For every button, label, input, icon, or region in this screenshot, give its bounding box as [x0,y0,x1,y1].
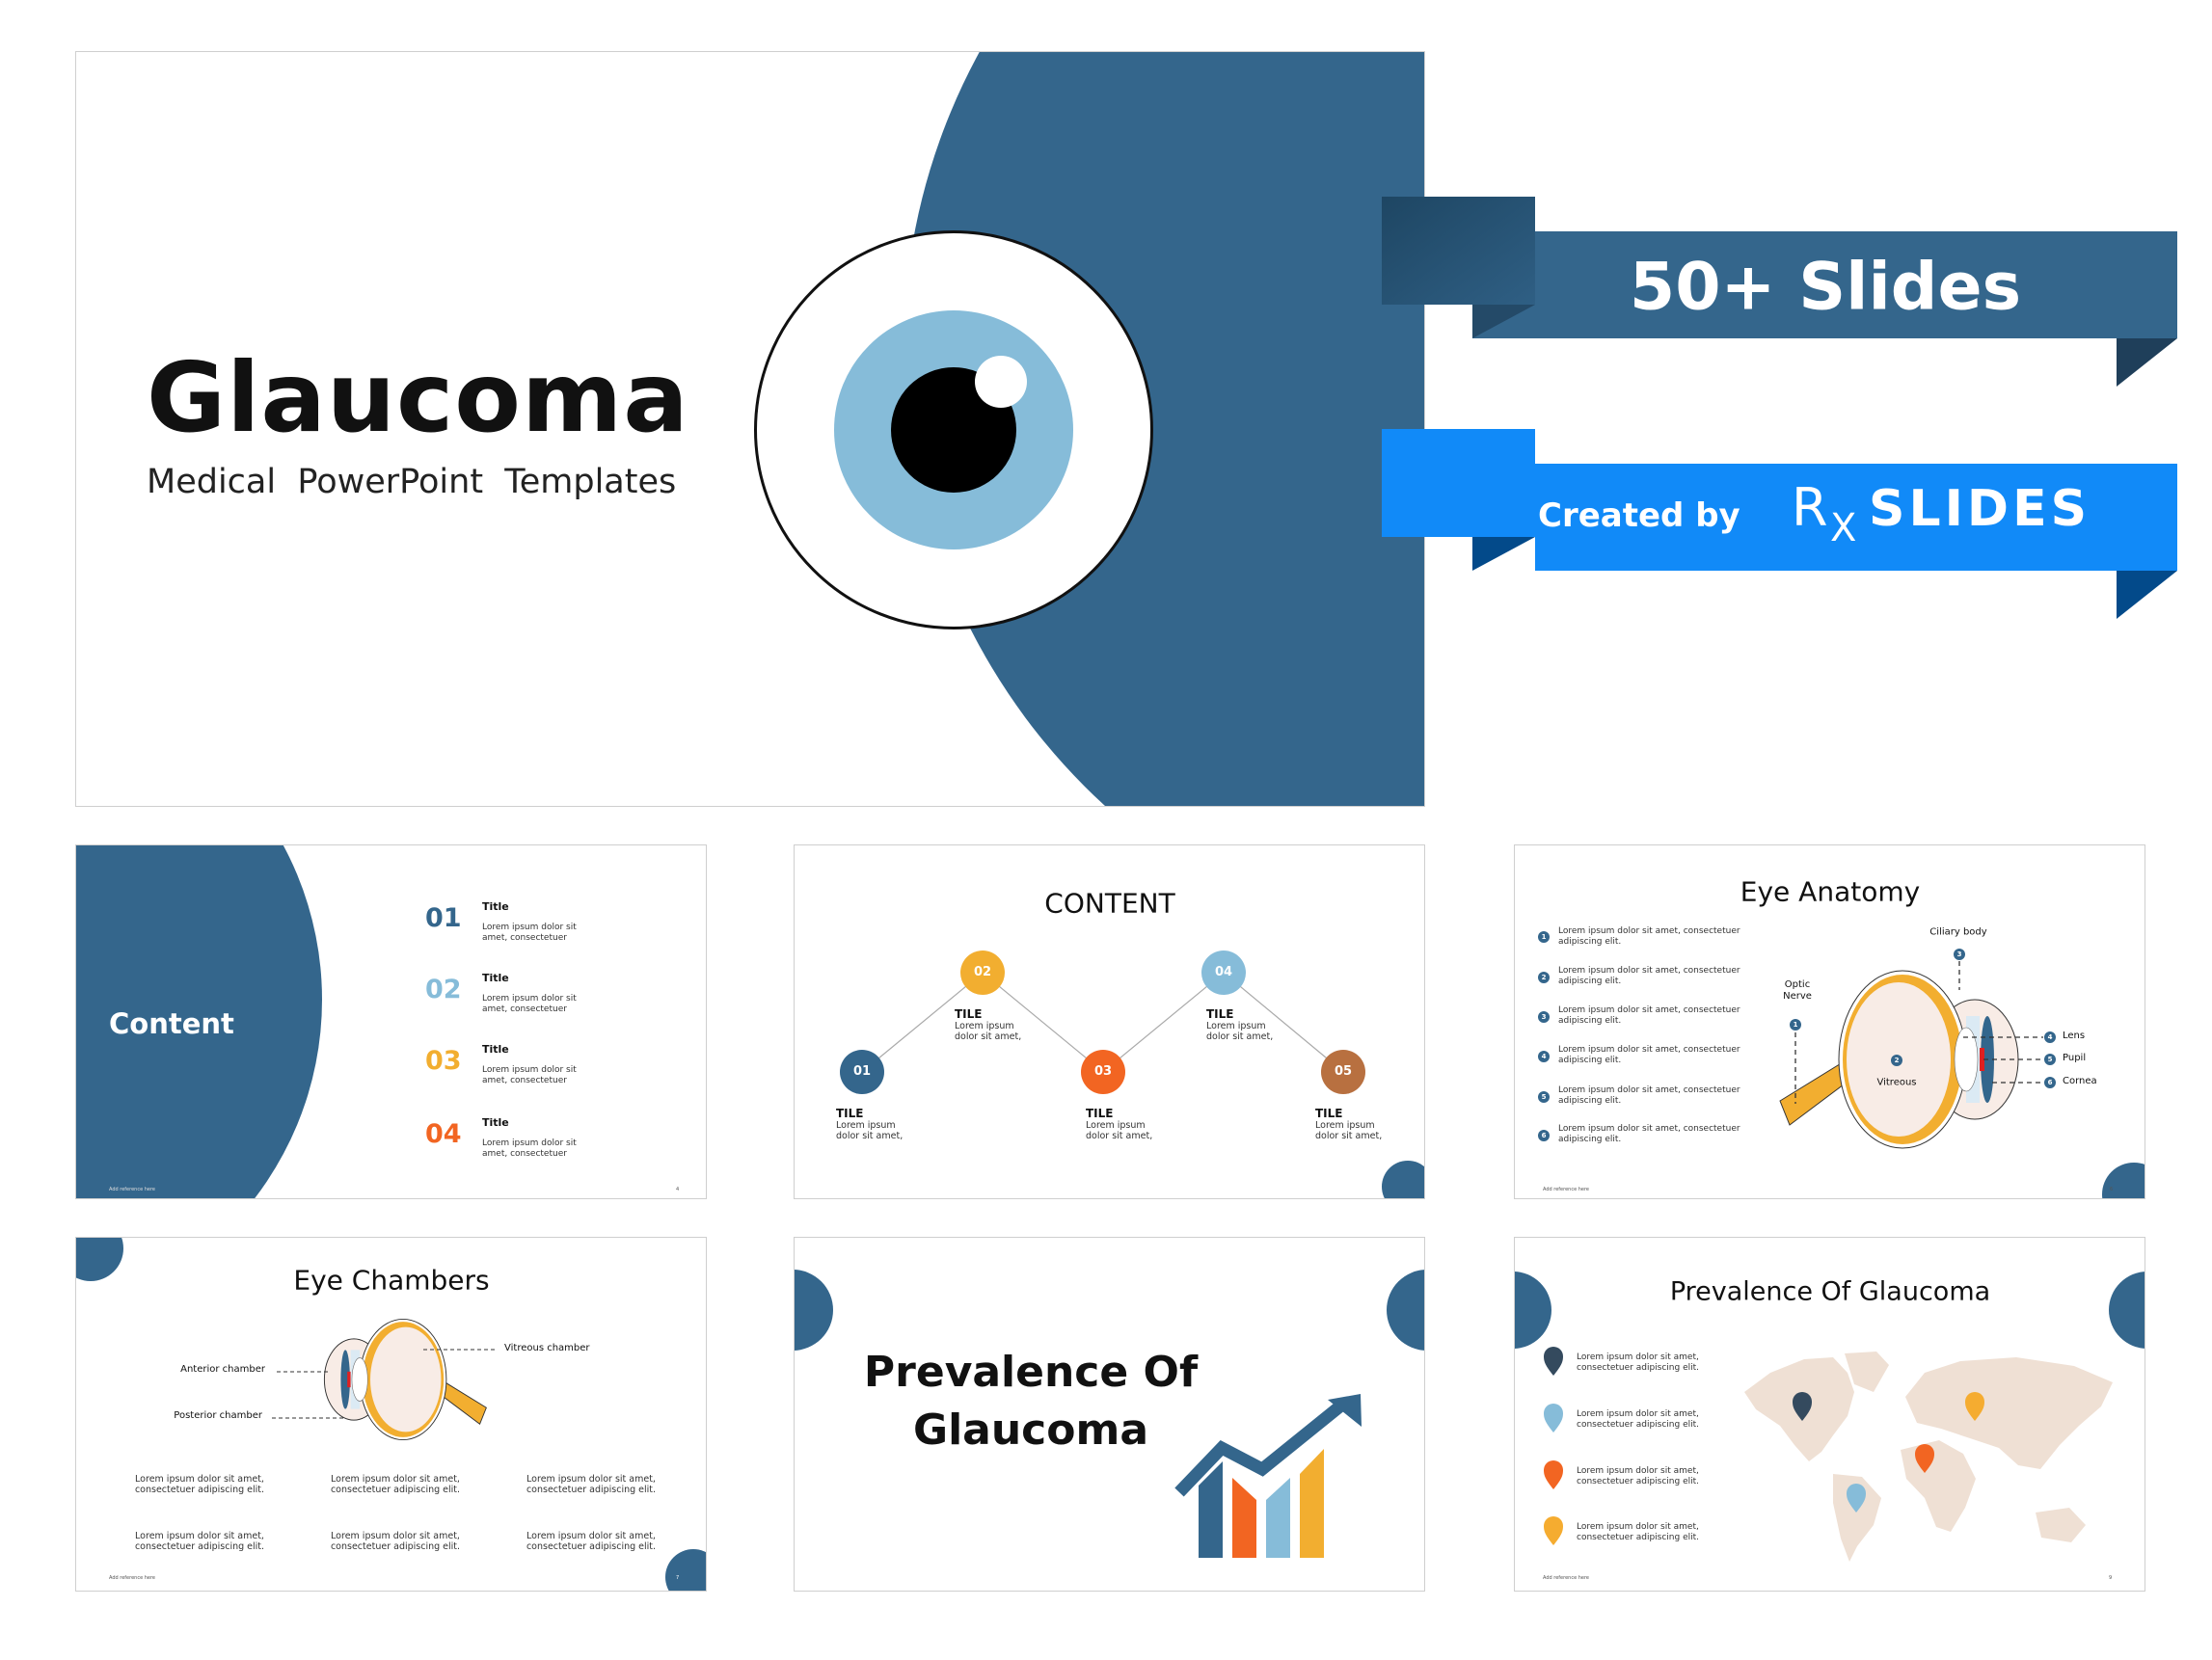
label-lens: Lens [2063,1031,2086,1041]
hero-title: Glaucoma [147,341,689,454]
step-circle-03: 03 [1081,1050,1125,1094]
text-block: Lorem ipsum dolor sit amet,consectetuer … [526,1531,657,1552]
label-vitreous-chamber: Vitreous chamber [504,1343,590,1353]
label-posterior-chamber: Posterior chamber [174,1410,262,1421]
map-title: Prevalence Of Glaucoma [1669,1276,1991,1307]
text-block: Lorem ipsum dolor sit amet,consectetuer … [526,1474,657,1495]
section-title-line1: Prevalence Of [863,1347,1199,1397]
num-badge: 3 [1956,950,1962,958]
list-item: Lorem ipsum dolor sit amet, consectetuer… [1558,1085,1740,1106]
growth-chart-icon [795,1270,1424,1558]
hero-slide[interactable]: Glaucoma Medical PowerPoint Templates [75,51,1425,807]
list-item: Lorem ipsum dolor sit amet, consectetuer… [1558,1045,1740,1065]
world-map [1515,1272,2145,1562]
eye-icon [754,230,1153,629]
timeline-connectors [861,972,1424,1198]
num-badge: 2 [1894,1057,1900,1064]
list-item: Lorem ipsum dolor sit amet, consectetuer… [1558,926,1740,947]
page-number: 9 [2109,1575,2113,1581]
anatomy-title: Eye Anatomy [1740,875,1921,908]
item-number: 04 [425,1119,462,1149]
thumb-prevalence-map-slide[interactable]: Prevalence Of Glaucoma Lorem ipsum dolor… [1514,1237,2145,1592]
text-block: Lorem ipsum dolor sit amet,consectetuer … [134,1474,265,1495]
thumb-eye-chambers-slide[interactable]: Eye Chambers Anterior chamber Posterior … [75,1237,707,1592]
corner-circle [1382,1161,1424,1198]
label-vitreous: Vitreous [1876,1077,1917,1088]
content-heading: Content [109,1007,234,1040]
eye-anatomy-diagram [1538,931,2145,1198]
chambers-title: Eye Chambers [293,1264,490,1297]
page-number: 4 [676,1187,680,1192]
content-blue-circle [76,845,322,1198]
list-number: 2 [1541,974,1547,981]
num-badge: 6 [2047,1079,2053,1086]
banner-ribbons [1382,197,2177,619]
map-pins [1793,1392,1984,1513]
item-number: 01 [425,903,462,933]
page-number: 6 [2110,1187,2114,1192]
step-circle-04: 04 [1201,950,1246,995]
item-title: Title [482,900,509,913]
list-number: 3 [1541,1013,1547,1021]
item-title: Title [482,972,509,984]
footer-reference: Add reference here [1543,1575,1590,1581]
legend-item: Lorem ipsum dolor sit amet,consectetuer … [1577,1409,1700,1430]
created-by-text: Created by [1538,496,1740,535]
step-circle-01: 01 [840,1050,884,1094]
item-number: 03 [425,1046,462,1076]
eye-chambers-diagram [76,1238,706,1591]
list-number: 4 [1541,1053,1547,1060]
section-title-line2: Glaucoma [912,1405,1149,1455]
item-title: Title [482,1043,509,1056]
item-number: 02 [425,975,462,1004]
num-badge: 5 [2047,1056,2053,1063]
footer-reference: Add reference here [109,1187,156,1192]
label-anterior-chamber: Anterior chamber [180,1364,265,1375]
label-pupil: Pupil [2063,1053,2087,1063]
legend-pins [1544,1347,1563,1545]
list-item: Lorem ipsum dolor sit amet, consectetuer… [1558,966,1740,986]
legend-item: Lorem ipsum dolor sit amet,consectetuer … [1577,1352,1700,1373]
text-block: Lorem ipsum dolor sit amet,consectetuer … [134,1531,265,1552]
text-block: Lorem ipsum dolor sit amet,consectetuer … [330,1531,461,1552]
timeline-title: CONTENT [1044,887,1175,920]
page-number: 7 [676,1575,680,1581]
list-number: 5 [1541,1093,1547,1101]
num-badge: 4 [2047,1033,2053,1041]
list-number: 6 [1541,1132,1547,1139]
step-circle-05: 05 [1321,1050,1365,1094]
list-number: 1 [1541,933,1547,941]
legend-item: Lorem ipsum dolor sit amet,consectetuer … [1577,1522,1700,1542]
list-item: Lorem ipsum dolor sit amet, consectetuer… [1558,1005,1740,1026]
num-badge: 1 [1793,1021,1798,1029]
slides-count-text: 50+ Slides [1629,249,2022,326]
footer-reference: Add reference here [109,1575,156,1581]
thumb-prevalence-section-slide[interactable]: Prevalence Of Glaucoma [794,1237,1425,1592]
legend-item: Lorem ipsum dolor sit amet,consectetuer … [1577,1466,1700,1486]
footer-reference: Add reference here [1543,1187,1590,1192]
label-ciliary-body: Ciliary body [1929,926,1987,938]
label-cornea: Cornea [2063,1076,2097,1086]
item-title: Title [482,1116,509,1129]
list-item: Lorem ipsum dolor sit amet, consectetuer… [1558,1124,1740,1144]
text-block: Lorem ipsum dolor sit amet,consectetuer … [330,1474,461,1495]
hero-subtitle: Medical PowerPoint Templates [147,463,677,501]
thumb-eye-anatomy-slide[interactable]: Eye Anatomy 3 1 2 4 5 [1514,844,2145,1199]
step-circle-02: 02 [960,950,1005,995]
